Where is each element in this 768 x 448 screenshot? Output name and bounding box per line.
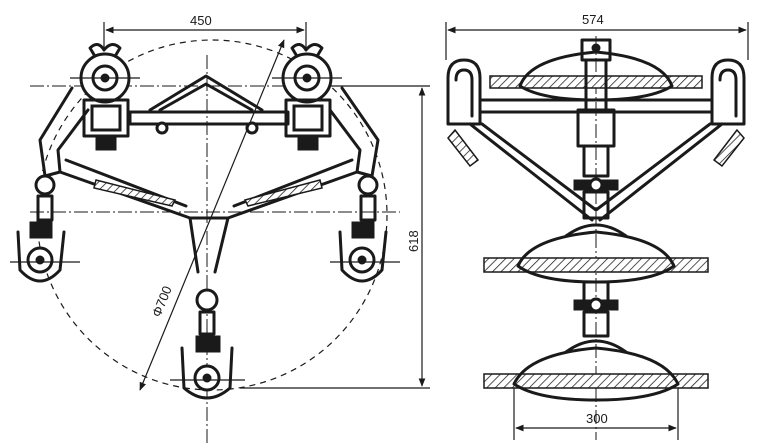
left-middle-clamp xyxy=(10,221,80,283)
side-arms xyxy=(446,58,746,222)
side-view: 574 300 xyxy=(445,12,749,440)
dimension-618-label: 618 xyxy=(406,230,421,252)
reference-circle xyxy=(36,39,388,391)
dimension-574: 574 xyxy=(445,12,749,60)
dimension-300-label: 300 xyxy=(586,411,608,426)
left-link xyxy=(34,174,56,222)
top-right-clamp xyxy=(272,43,342,151)
right-middle-clamp xyxy=(330,221,400,283)
top-left-clamp xyxy=(70,43,140,151)
bottom-clamp xyxy=(170,288,245,400)
middle-insulator xyxy=(483,223,709,338)
dimension-450-label: 450 xyxy=(190,13,212,28)
bottom-insulator xyxy=(483,339,709,402)
front-view: 450 Φ700 618 xyxy=(10,13,430,445)
dimension-450: 450 xyxy=(103,13,307,50)
dimension-574-label: 574 xyxy=(582,12,604,27)
right-link xyxy=(357,174,379,222)
dimension-618: 618 xyxy=(240,85,430,389)
center-string xyxy=(573,58,619,220)
dimension-300: 300 xyxy=(513,388,679,440)
